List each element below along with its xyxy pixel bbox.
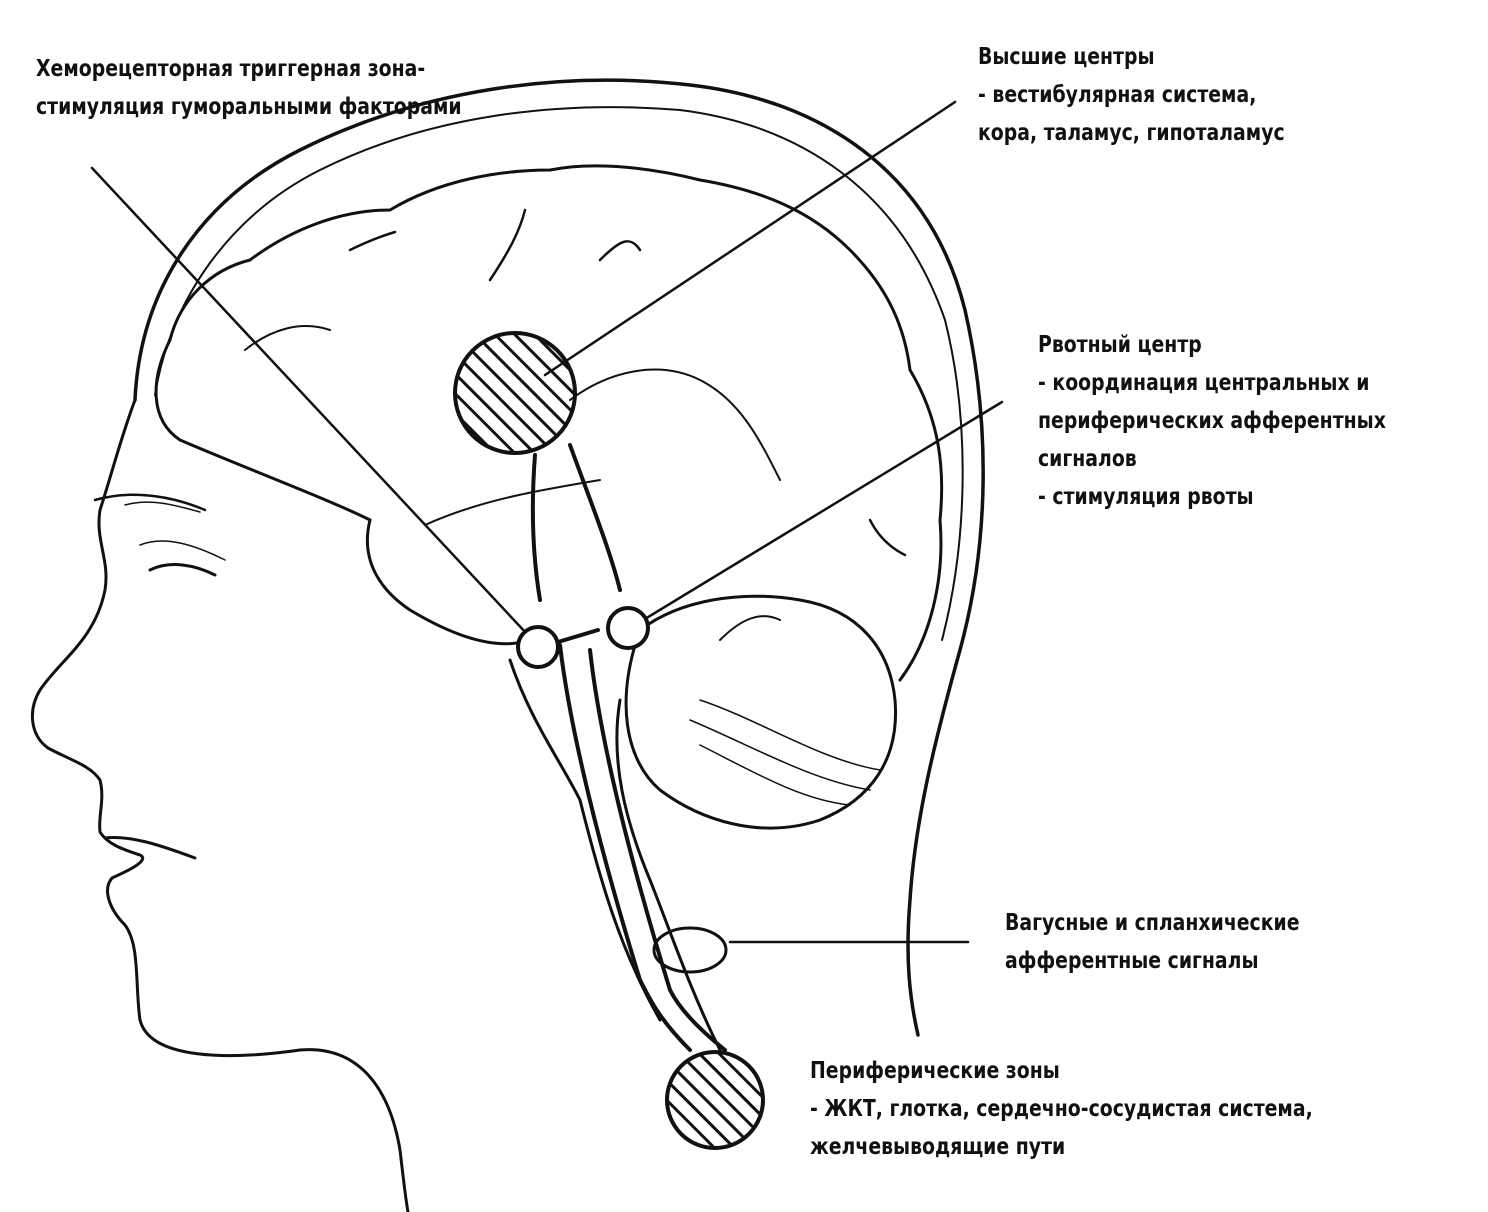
label-line: - стимуляция рвоты (1038, 484, 1254, 510)
label-peripheral: Периферические зоны - ЖКТ, глотка, серде… (810, 1052, 1313, 1166)
label-line: Высшие центры (978, 44, 1155, 70)
label-line: кора, таламус, гипоталамус (978, 120, 1285, 146)
label-line: - вестибулярная система, (978, 82, 1257, 108)
label-vomiting-center: Рвотный центр - координация центральных … (1038, 326, 1386, 516)
face-profile (30, 398, 410, 1212)
leader-higher-centers (543, 100, 957, 377)
cerebrum (154, 164, 944, 682)
vomiting-nucleus (606, 606, 650, 650)
label-line: афферентные сигналы (1005, 948, 1259, 974)
peripheral-zones-circle (665, 1050, 765, 1150)
leader-vomiting-center (638, 400, 1004, 624)
label-line: желчевыводящие пути (810, 1134, 1066, 1160)
label-line: периферических афферентных (1038, 408, 1386, 434)
label-line: сигналов (1038, 446, 1137, 472)
label-chemoreceptor: Хеморецепторная триггерная зона- стимуля… (36, 50, 462, 126)
cerebellum (624, 594, 898, 830)
higher-centers-circle (453, 331, 577, 455)
label-higher-centers: Высшие центры - вестибулярная система, к… (978, 38, 1285, 152)
label-line: - координация центральных и (1038, 370, 1370, 396)
label-line: Вагусные и спланхические (1005, 910, 1300, 936)
vagal-ring (652, 926, 728, 974)
leader-chemoreceptor (90, 166, 529, 636)
chemoreceptor-nucleus (516, 625, 560, 669)
brainstem (508, 658, 662, 1022)
label-vagal: Вагусные и спланхические афферентные сиг… (1005, 904, 1300, 980)
label-line: Рвотный центр (1038, 332, 1202, 358)
label-line: Периферические зоны (810, 1058, 1060, 1084)
label-line: стимуляция гуморальными факторами (36, 94, 462, 120)
head-outline (133, 78, 985, 1037)
label-line: - ЖКТ, глотка, сердечно-сосудистая систе… (810, 1096, 1313, 1122)
label-line: Хеморецепторная триггерная зона- (36, 56, 426, 82)
